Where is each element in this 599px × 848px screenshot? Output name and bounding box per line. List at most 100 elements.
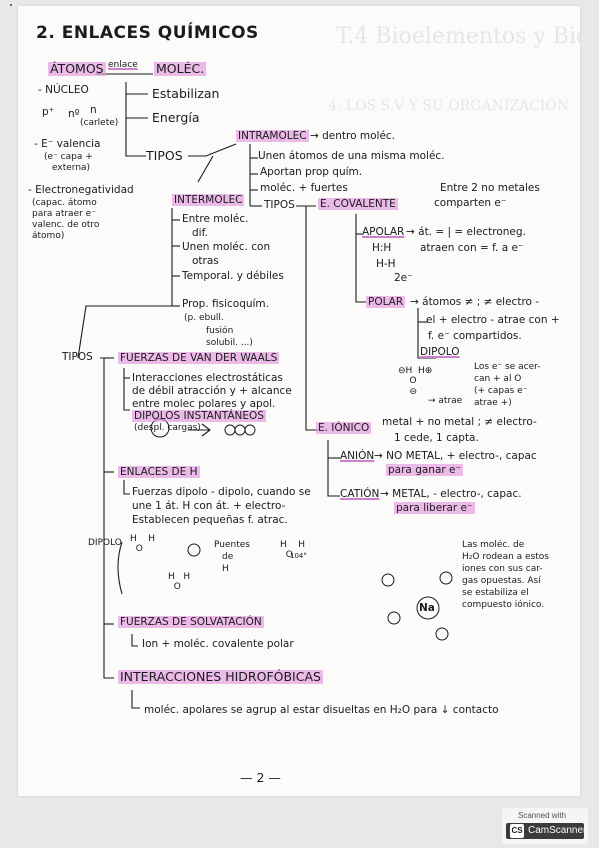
- carlet-note: (carlete): [80, 118, 119, 128]
- bleed-through-heading: T.4 Bioelementos y Biomoléculas: [336, 24, 580, 49]
- intramolec-item-2: Aportan prop quím.: [260, 166, 363, 178]
- estabilizan-label: Estabilizan: [152, 86, 220, 101]
- molec-label: MOLÉC.: [154, 61, 207, 77]
- scan-speck: [10, 4, 12, 6]
- hidrofobicas-label: INTERACCIONES HIDROFÓBICAS: [118, 669, 323, 685]
- vdw-line-5: (despl. cargas): [134, 423, 201, 433]
- nucleo-label: - NÚCLEO: [38, 84, 89, 96]
- dipolo-note-3: (+ capas e⁻: [474, 386, 528, 396]
- electroneg-note-2: para atraer e⁻: [32, 209, 96, 219]
- intermolec-item-5: (p. ebull.: [184, 313, 224, 323]
- ionico-note-3: iones con sus car-: [462, 564, 543, 574]
- vdw-line-2: de débil atracción y + alcance: [132, 385, 292, 397]
- hbond-molecules-1: H H O: [130, 534, 155, 555]
- dipolo-note-2: can + al O: [474, 374, 522, 384]
- apolar-def-1: → át. = | = electroneg.: [406, 226, 526, 238]
- electroneg-label: - Electronegatividad: [28, 184, 134, 196]
- neutron-number-label: nº: [68, 108, 80, 120]
- ionico-note-6: compuesto iónico.: [462, 600, 545, 610]
- intramolec-item-3: moléc. + fuertes: [260, 182, 348, 194]
- h-h-dots: H:H: [372, 242, 392, 254]
- anion-label: ANIÓN: [340, 450, 375, 462]
- intermolec-item-2: Unen moléc. con: [182, 241, 271, 253]
- dipolo-note-4: atrae +): [474, 398, 512, 408]
- water-molecule: H H O: [280, 540, 305, 561]
- polar-def-1: → átomos ≠ ; ≠ electro -: [410, 296, 540, 308]
- enlace-label: enlace: [108, 60, 138, 70]
- notebook-page: T.4 Bioelementos y Biomoléculas 4. LOS S…: [18, 6, 580, 796]
- intermolec-item-6: fusión: [206, 326, 234, 336]
- valencia-label: - E⁻ valencia: [34, 138, 101, 150]
- electroneg-note-1: (capac. átomo: [32, 198, 97, 208]
- anion-def-2: para ganar e⁻: [386, 464, 464, 477]
- na-ion-label: Na: [419, 602, 435, 614]
- solvatacion-label: FUERZAS DE SOLVATACIÓN: [118, 616, 264, 629]
- vdw-line-4: DIPOLOS INSTANTÁNEOS: [132, 410, 266, 423]
- valencia-note-1: (e⁻ capa +: [44, 152, 93, 162]
- mindmap-connectors: [61, 66, 453, 709]
- intramolec-tipos: TIPOS: [264, 199, 295, 211]
- bleed-through-subheading: 4. LOS S.V Y SU ORGANIZACIÓN: [328, 98, 570, 114]
- hbond-line-1: Fuerzas dipolo - dipolo, cuando se: [132, 486, 311, 498]
- dipolo-label: DIPOLO: [420, 346, 460, 358]
- energia-label: Energía: [152, 110, 200, 125]
- hbond-label: ENLACES DE H: [118, 466, 200, 479]
- intermolec-item-2b: otras: [192, 255, 219, 267]
- page-title: 2. ENLACES QUÍMICOS: [36, 23, 259, 43]
- atomos-label: ÁTOMOS: [48, 61, 106, 77]
- covalente-def-2: comparten e⁻: [434, 197, 507, 209]
- ionico-label: E. IÓNICO: [316, 422, 372, 435]
- intramolec-def: → dentro moléc.: [310, 130, 396, 142]
- vdw-line-3: entre molec polares y apol.: [132, 398, 276, 410]
- proton-label: p⁺: [42, 106, 55, 118]
- camscanner-watermark: Scanned with CS CamScanner: [502, 808, 588, 844]
- vdw-label: FUERZAS DE VAN DER WAALS: [118, 352, 280, 365]
- water-angle: 104°: [290, 552, 307, 560]
- anion-def-1: → NO METAL, + electro-, capac: [374, 450, 537, 462]
- ionico-def-2: 1 cede, 1 capta.: [394, 432, 479, 444]
- atrae-label: → atrae: [428, 396, 463, 406]
- polar-label: POLAR: [366, 296, 406, 309]
- polar-def-2: el + electro - atrae con +: [426, 314, 560, 326]
- ionico-def-1: metal + no metal ; ≠ electro-: [382, 416, 537, 428]
- hbond-line-2: une 1 át. H con át. + electro-: [132, 500, 286, 512]
- polar-def-3: f. e⁻ compartidos.: [428, 330, 522, 342]
- apolar-def-2: atraen con = f. a e⁻: [420, 242, 524, 254]
- puentes-label-2: de: [222, 552, 234, 562]
- neutron-label: n: [90, 104, 97, 116]
- intermolec-label: INTERMOLEC: [172, 194, 245, 207]
- hbond-molecules-2: H H O: [168, 572, 191, 593]
- cation-def-1: → METAL, - electro-, capac.: [380, 488, 522, 500]
- intramolec-item-1: Unen átomos de una misma moléc.: [258, 150, 445, 162]
- valencia-note-2: externa): [52, 163, 91, 173]
- dipolo-note-1: Los e⁻ se acer-: [474, 362, 541, 372]
- cation-def-2: para liberar e⁻: [394, 502, 475, 515]
- hbond-line-3: Establecen pequeñas f. atrac.: [132, 514, 288, 526]
- intermolec-item-1b: dif.: [192, 227, 208, 239]
- hbond-dipolo: DIPOLO: [88, 538, 122, 548]
- intramolec-label: INTRAMOLEC: [236, 130, 309, 143]
- intermolec-item-7: solubil. ...): [206, 338, 253, 348]
- electroneg-note-4: átomo): [32, 231, 65, 241]
- vdw-line-1: Interacciones electrostáticas: [132, 372, 283, 384]
- puentes-label-1: Puentes: [214, 540, 250, 550]
- camscanner-icon: CS: [510, 824, 524, 838]
- dipolo-molecule: ⊖H H⊕ O ⊖: [398, 366, 433, 397]
- camscanner-logo-box: CS CamScanner: [506, 823, 587, 839]
- apolar-label: APOLAR: [362, 226, 405, 238]
- scanned-with-text: Scanned with: [518, 811, 567, 820]
- intermolec-item-1: Entre moléc.: [182, 213, 249, 225]
- covalente-label: E. COVALENTE: [318, 198, 398, 211]
- covalente-def-1: Entre 2 no metales: [440, 182, 540, 194]
- hidrofobicas-line-1: moléc. apolares se agrup al estar disuel…: [144, 704, 499, 716]
- camscanner-text: CamScanner: [528, 825, 587, 836]
- two-electrons: 2e⁻: [394, 272, 413, 284]
- intermolec-item-4: Prop. fisicoquím.: [182, 298, 269, 310]
- tipos-label: TIPOS: [146, 148, 183, 163]
- ionico-note-1: Las moléc. de: [462, 540, 525, 550]
- solvatacion-line-1: Ion + moléc. covalente polar: [142, 638, 294, 650]
- h-h-line: H-H: [376, 258, 396, 270]
- intermolec-item-3: Temporal. y débiles: [182, 270, 284, 282]
- ionico-note-4: gas opuestas. Así: [462, 576, 541, 586]
- puentes-label-3: H: [222, 564, 229, 574]
